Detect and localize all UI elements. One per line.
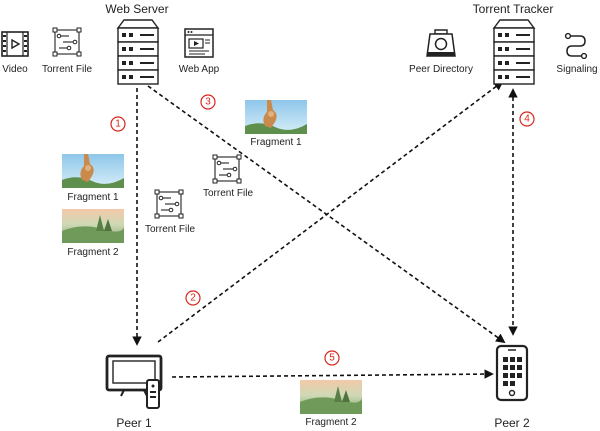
torrent-file-label: Torrent File xyxy=(144,224,196,235)
torrent-file-icon xyxy=(52,27,82,57)
fragment2-thumbnail xyxy=(300,380,362,414)
svg-text:3: 3 xyxy=(205,97,211,108)
fragment1-label: Fragment 1 xyxy=(67,192,119,203)
fragment2-label: Fragment 2 xyxy=(67,247,119,258)
fragment2-thumbnail xyxy=(62,209,124,243)
torrent-file-label: Torrent File xyxy=(41,64,93,75)
svg-text:5: 5 xyxy=(329,353,335,364)
fragment1-label: Fragment 1 xyxy=(250,137,302,148)
fragment1-thumbnail xyxy=(245,100,307,134)
video-icon xyxy=(1,31,29,57)
svg-text:2: 2 xyxy=(190,293,196,304)
step-marker-1: 1 xyxy=(110,116,126,132)
video-label: Video xyxy=(2,64,28,75)
torrent-file-icon xyxy=(212,154,242,184)
web-app-label: Web App xyxy=(178,64,220,75)
step-marker-5: 5 xyxy=(324,350,340,366)
arrow-server-to-peer2 xyxy=(147,85,506,344)
web-app-icon xyxy=(184,28,214,58)
torrent-tracker-label: Torrent Tracker xyxy=(472,2,554,16)
signaling-icon xyxy=(564,32,588,60)
peer1-label: Peer 1 xyxy=(116,416,152,430)
fragment1-thumbnail xyxy=(62,154,124,188)
arrow-peer1-to-tracker xyxy=(157,80,504,343)
signaling-label: Signaling xyxy=(556,64,598,75)
fragment2-label: Fragment 2 xyxy=(305,417,357,428)
peer-directory-icon xyxy=(426,29,456,57)
peer-directory-label: Peer Directory xyxy=(409,64,473,75)
peer1-tv-icon xyxy=(105,354,163,409)
torrent-tracker-icon xyxy=(492,19,536,85)
peer2-phone-icon xyxy=(495,344,529,402)
step-marker-3: 3 xyxy=(200,94,216,110)
torrent-file-icon xyxy=(154,189,184,219)
torrent-file-label: Torrent File xyxy=(202,188,254,199)
step-marker-2: 2 xyxy=(185,290,201,306)
peer2-label: Peer 2 xyxy=(494,416,530,430)
web-server-label: Web Server xyxy=(105,2,169,16)
svg-text:1: 1 xyxy=(115,119,121,130)
web-server-icon xyxy=(116,19,160,85)
svg-text:4: 4 xyxy=(524,114,530,125)
arrow-peer1-to-peer2 xyxy=(171,369,494,379)
step-marker-4: 4 xyxy=(519,111,535,127)
